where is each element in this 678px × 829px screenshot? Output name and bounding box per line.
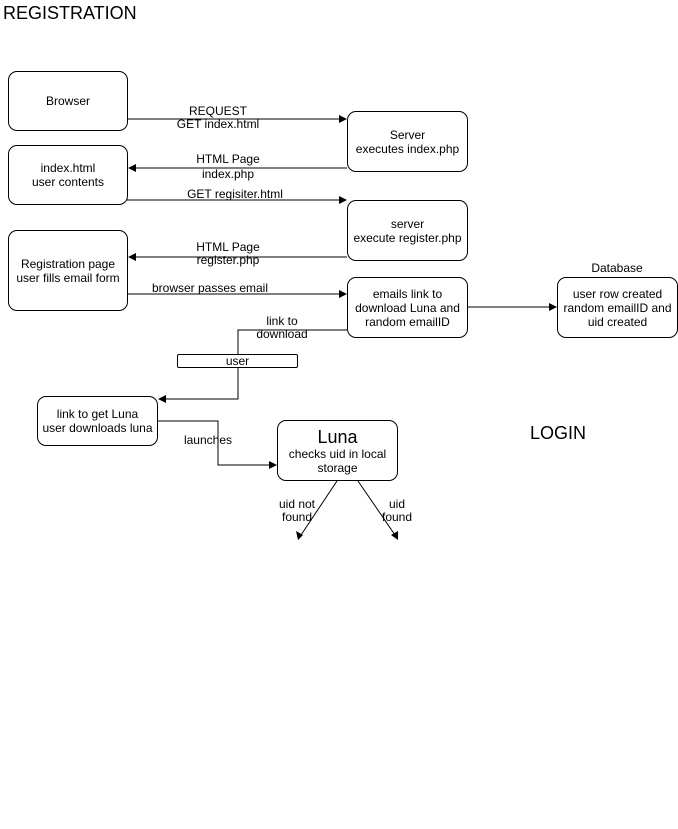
edge-user-to-luna-link [165, 368, 239, 400]
edge-label-get-register: GET regisiter.html [187, 187, 283, 201]
luna-node: Luna checks uid in local storage [277, 420, 398, 481]
arrowhead-html-page-register [128, 253, 136, 261]
index-html-node: index.html user contents [8, 145, 128, 205]
luna-node-title: Luna [317, 426, 358, 447]
registration-page-node-line-2: user fills email form [16, 270, 120, 285]
edge-label-uid-not-found: uid not found [267, 498, 327, 524]
edge-label-html-page-index: HTML Page index.php [178, 153, 278, 181]
database-title: Database [591, 261, 643, 275]
browser-node: Browser [8, 71, 128, 131]
edge-label-link-to-download-line-1: link to [266, 314, 298, 328]
edge-label-html-page-index-line-1: HTML Page [196, 152, 260, 166]
database-node-line-1: user row created [572, 286, 663, 301]
arrowhead-launches [269, 461, 277, 469]
index-html-node-line-1: index.html [40, 161, 96, 175]
edge-label-request: REQUEST GET index.html [158, 105, 278, 131]
edge-label-uid-found-line-1: uid [388, 497, 405, 511]
arrowhead-browser-passes-email [339, 290, 347, 298]
edge-label-uid-found: uid found [377, 498, 417, 524]
link-to-get-luna-node-line-1: link to get Luna [56, 407, 139, 421]
edge-label-link-to-download-line-2: download [256, 327, 308, 341]
registration-page-node-line-1: Registration page [20, 256, 116, 271]
registration-heading: REGISTRATION [3, 3, 137, 23]
arrowhead-user-to-luna-link [158, 395, 166, 403]
edge-label-link-to-download: link to download [252, 315, 312, 341]
edge-launches [157, 420, 270, 466]
edge-label-html-page-register: HTML Page register.php [178, 241, 278, 267]
arrowhead-uid-found [391, 531, 398, 540]
edge-label-request-line-1: REQUEST [188, 104, 247, 118]
edge-label-html-page-register-line-2: register.php [196, 253, 260, 267]
database-node-line-2: random emailID and [563, 300, 672, 315]
arrowhead-html-page-index [128, 164, 136, 172]
database-node: user row created random emailID and uid … [557, 277, 678, 338]
emails-link-node-line-2: download Luna and [355, 300, 460, 315]
arrowhead-to-database [549, 303, 557, 311]
database-node-line-3: uid created [587, 314, 648, 329]
luna-node-line-2: storage [317, 460, 358, 475]
arrowhead-request [339, 115, 347, 123]
user-node-label: user [225, 354, 250, 368]
login-heading: LOGIN [530, 423, 587, 443]
user-node: user [177, 354, 298, 368]
edge-label-uid-found-line-2: found [381, 510, 413, 524]
edge-link-to-download [237, 329, 347, 354]
edge-label-uid-not-found-line-1: uid not [278, 497, 316, 511]
link-to-get-luna-node: link to get Luna user downloads luna [37, 396, 158, 446]
edge-uid-not-found [300, 480, 338, 536]
server-register-node-line-1: server [390, 216, 425, 231]
arrowhead-uid-not-found [296, 531, 303, 540]
server-node-line-2: executes index.php [355, 141, 460, 156]
server-register-node-line-2: execute register.php [353, 230, 462, 245]
link-to-get-luna-node-line-2: user downloads luna [42, 421, 153, 435]
luna-node-line-1: checks uid in local [288, 446, 387, 461]
server-node-line-1: Server [389, 127, 426, 142]
registration-page-node: Registration page user fills email form [8, 230, 128, 311]
emails-link-node-line-1: emails link to [372, 286, 443, 301]
emails-link-node-line-3: random emailID [365, 314, 450, 329]
edge-uid-found [357, 480, 396, 536]
edge-label-request-line-2: GET index.html [176, 117, 260, 131]
index-html-node-line-2: user contents [31, 175, 105, 189]
edge-label-uid-not-found-line-2: found [281, 510, 313, 524]
arrowhead-get-register [339, 196, 347, 204]
server-node: Server executes index.php [347, 111, 468, 172]
server-register-node: server execute register.php [347, 200, 468, 261]
edge-label-browser-passes-email: browser passes email [151, 281, 269, 295]
edge-label-launches: launches [183, 433, 233, 447]
browser-node-label: Browser [45, 94, 90, 108]
emails-link-node: emails link to download Luna and random … [347, 277, 468, 338]
edge-label-html-page-register-line-1: HTML Page [196, 240, 260, 254]
edge-label-html-page-index-line-2: index.php [201, 167, 255, 181]
